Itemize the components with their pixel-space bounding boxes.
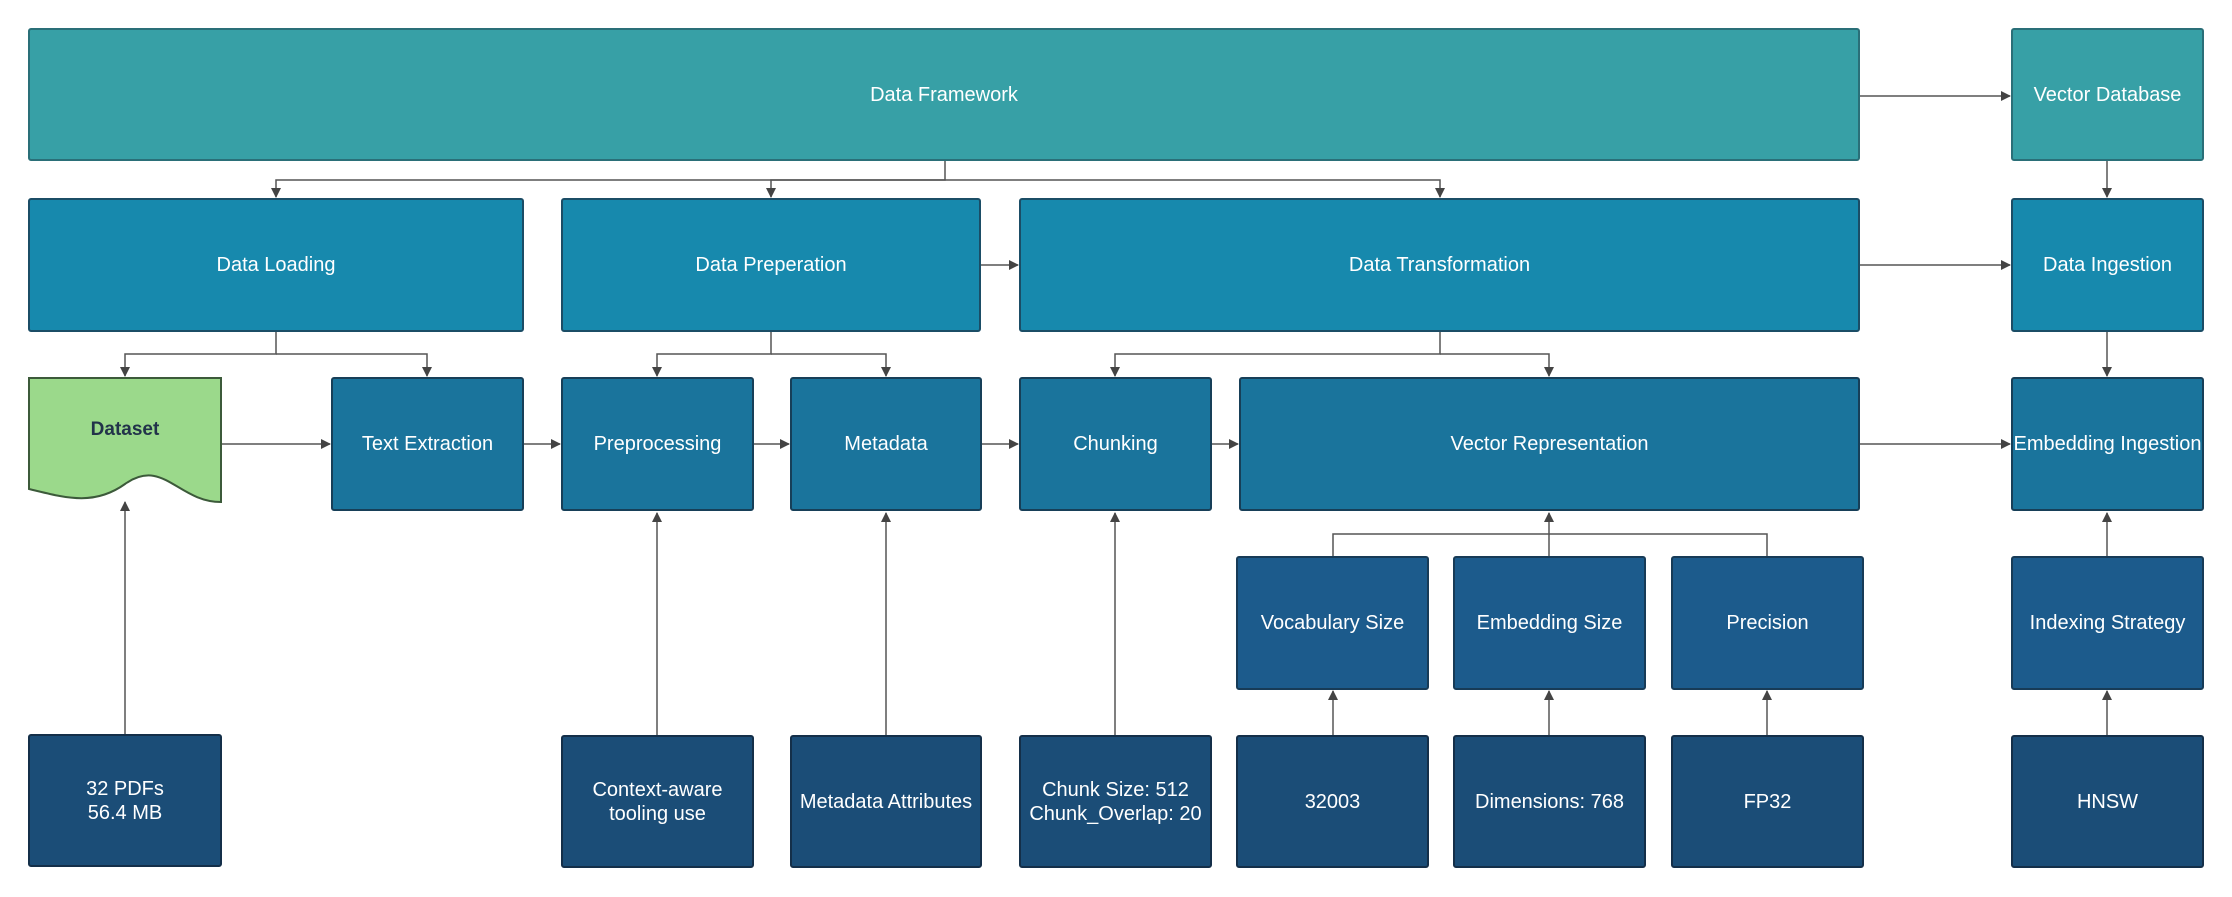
connector-preperation-to-preprocessing xyxy=(652,332,772,377)
preprocessing-node[interactable]: Preprocessing xyxy=(561,377,754,511)
connector-loading-to-dataset xyxy=(120,332,277,377)
document-shape-icon xyxy=(28,377,222,504)
connector-precision-to-vector xyxy=(1549,533,1768,556)
dataset-document-node[interactable]: Dataset xyxy=(28,377,222,513)
embedding-size-node[interactable]: Embedding Size xyxy=(1453,556,1646,690)
metadata-node[interactable]: Metadata xyxy=(790,377,982,511)
vector-representation-node[interactable]: Vector Representation xyxy=(1239,377,1860,511)
vocab-value-node[interactable]: 32003 xyxy=(1236,735,1429,868)
connector-framework-to-preperation xyxy=(766,179,945,198)
fp32-node[interactable]: FP32 xyxy=(1671,735,1864,868)
hnsw-node[interactable]: HNSW xyxy=(2011,735,2204,868)
metadata-attributes-node[interactable]: Metadata Attributes xyxy=(790,735,982,868)
connector-transformation-to-vector xyxy=(1440,353,1554,377)
data-preperation-node[interactable]: Data Preperation xyxy=(561,198,981,332)
indexing-strategy-node[interactable]: Indexing Strategy xyxy=(2011,556,2204,690)
connector-preperation-to-metadata xyxy=(771,353,891,377)
pdfs-value-node[interactable]: 32 PDFs 56.4 MB xyxy=(28,734,222,867)
chunk-params-node[interactable]: Chunk Size: 512 Chunk_Overlap: 20 xyxy=(1019,735,1212,868)
data-loading-node[interactable]: Data Loading xyxy=(28,198,524,332)
context-aware-node[interactable]: Context-aware tooling use xyxy=(561,735,754,868)
dimensions-node[interactable]: Dimensions: 768 xyxy=(1453,735,1646,868)
connector-framework-to-transformation xyxy=(945,179,1445,198)
embedding-ingestion-node[interactable]: Embedding Ingestion xyxy=(2011,377,2204,511)
vocabulary-size-node[interactable]: Vocabulary Size xyxy=(1236,556,1429,690)
data-ingestion-node[interactable]: Data Ingestion xyxy=(2011,198,2204,332)
connector-transformation-to-chunking xyxy=(1110,332,1441,377)
dataset-label: Dataset xyxy=(90,419,160,440)
chunking-node[interactable]: Chunking xyxy=(1019,377,1212,511)
vector-database-node[interactable]: Vector Database xyxy=(2011,28,2204,161)
precision-node[interactable]: Precision xyxy=(1671,556,1864,690)
connector-framework-to-loading xyxy=(271,161,946,198)
data-transformation-node[interactable]: Data Transformation xyxy=(1019,198,1860,332)
data-framework-node[interactable]: Data Framework xyxy=(28,28,1860,161)
text-extraction-node[interactable]: Text Extraction xyxy=(331,377,524,511)
connector-vocab-to-vector xyxy=(1332,512,1554,556)
connector-loading-to-extraction xyxy=(276,353,432,377)
